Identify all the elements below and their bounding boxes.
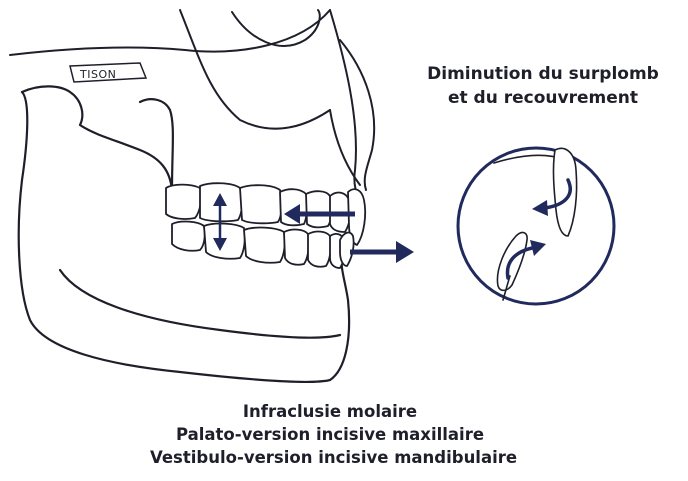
zoom-circle xyxy=(458,148,614,304)
bottom-caption-line-2: Palato-version incisive maxillaire xyxy=(150,423,510,446)
teeth-group xyxy=(166,183,365,268)
top-caption-line-1: Diminution du surplomb xyxy=(398,62,688,86)
right-arrow-icon xyxy=(350,241,414,263)
mandible-inner-line xyxy=(60,270,340,338)
lower-incisor xyxy=(340,233,354,266)
signature-group: TISON xyxy=(70,63,146,82)
upper-molar-1 xyxy=(240,185,282,223)
skull-outline xyxy=(10,10,374,215)
lower-molar-1 xyxy=(244,228,285,263)
top-caption: Diminution du surplomb et du recouvremen… xyxy=(398,62,688,110)
mandible-condyle xyxy=(22,86,172,190)
upper-premolar-1 xyxy=(306,191,332,227)
lower-premolar-1 xyxy=(308,232,331,267)
cranium-line xyxy=(10,10,330,55)
lower-molar-3 xyxy=(172,222,205,251)
bottom-caption-line-3: Vestibulo-version incisive mandibulaire xyxy=(150,446,510,469)
zygomatic-line xyxy=(180,10,330,129)
bottom-caption-line-1: Infraclusie molaire xyxy=(150,400,510,423)
orbit-line xyxy=(232,10,320,46)
bottom-caption: Infraclusie molaire Palato-version incis… xyxy=(150,400,510,469)
signature-text: TISON xyxy=(79,68,116,81)
mandible-chin xyxy=(330,255,349,380)
zoom-circle-ring xyxy=(458,148,614,304)
lower-premolar-2 xyxy=(284,230,309,265)
upper-molar-3 xyxy=(166,185,201,219)
top-caption-line-2: et du recouvrement xyxy=(398,86,688,110)
